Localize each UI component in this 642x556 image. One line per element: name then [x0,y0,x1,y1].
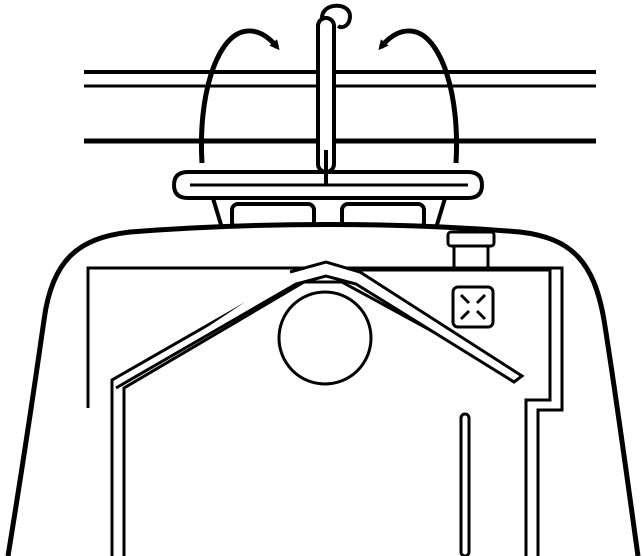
circular-port [277,290,373,386]
horizontal-rail-pair [84,70,596,88]
inner-panel [86,260,564,556]
square-indicator-icon [451,285,495,329]
rotation-arrow-right-icon [378,28,460,164]
bracket-base [171,150,485,230]
rotation-arrow-left-icon [198,28,280,164]
top-knob [446,230,496,270]
hook-hanger [316,3,353,174]
slot-line [459,412,471,556]
